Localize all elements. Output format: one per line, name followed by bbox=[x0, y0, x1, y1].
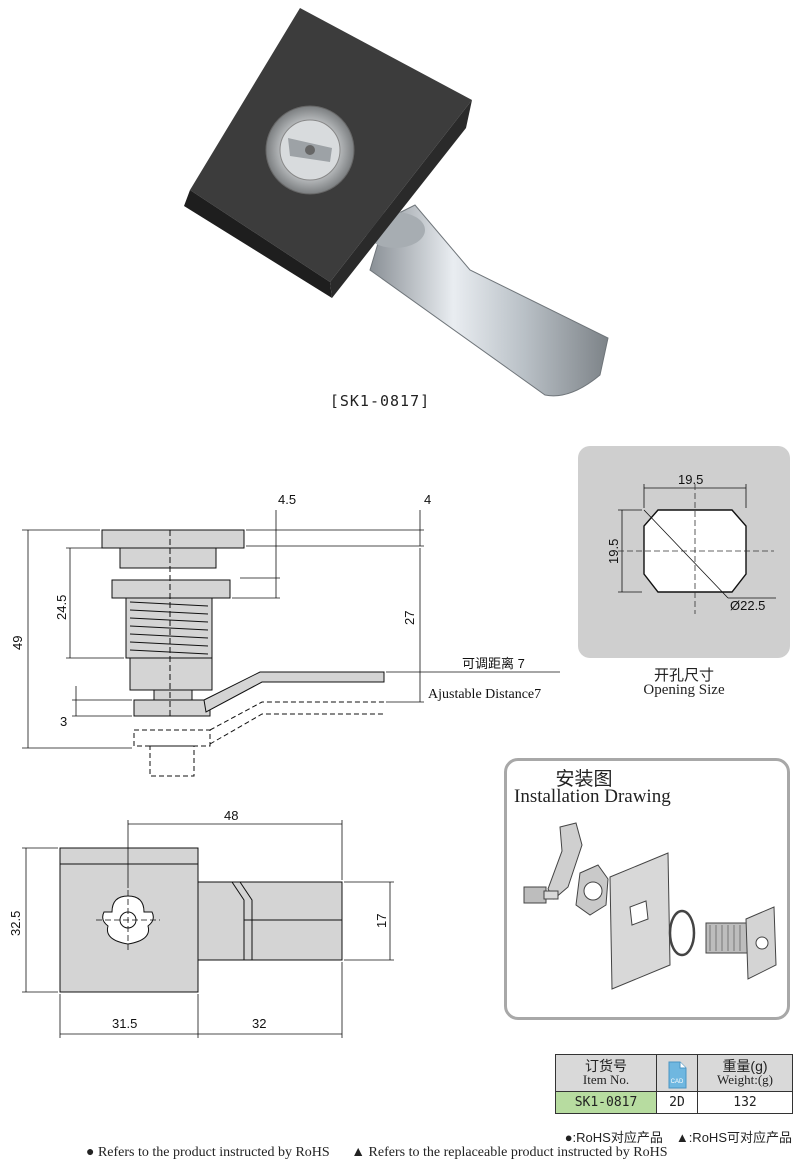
cad-file-icon: CAD bbox=[668, 1061, 687, 1089]
opening-diameter: Ø22.5 bbox=[730, 598, 765, 613]
table-header-row: 订货号 Item No. CAD 重量(g) Weight:(g) bbox=[555, 1054, 793, 1092]
dim-arm-width: 32 bbox=[252, 1016, 266, 1031]
cam-arm bbox=[369, 204, 609, 397]
rohs-legend-en: ● Refers to the product instructed by Ro… bbox=[86, 1145, 668, 1161]
rohs-legend-line: ●:RoHS对应产品 ▲:RoHS可对应产品 bbox=[564, 1130, 792, 1145]
adjust-distance-en: Ajustable Distance7 bbox=[428, 687, 541, 702]
header-item-cn: 订货号 bbox=[585, 1058, 627, 1074]
front-view-drawing: 48 32.5 17 31.5 32 bbox=[8, 808, 394, 1038]
dim-thread-len: 24.5 bbox=[54, 595, 69, 620]
opening-size-drawing: 19.5 19.5 Ø22.5 bbox=[606, 472, 776, 614]
opening-title-en: Opening Size bbox=[643, 682, 725, 698]
row-weight: 132 bbox=[697, 1091, 793, 1114]
product-caption: [SK1-0817] bbox=[329, 392, 431, 410]
rohs-legend-cn: ●:RoHS对应产品 ▲:RoHS可对应产品 bbox=[565, 1127, 792, 1146]
dim-cam-height: 27 bbox=[402, 611, 417, 625]
header-item-en: Item No. bbox=[582, 1072, 630, 1087]
opening-height: 19.5 bbox=[606, 539, 621, 564]
item-table: 订货号 Item No. CAD 重量(g) Weight:(g) SK1-08… bbox=[555, 1054, 793, 1114]
rohs-legend-item: ● Refers to the product instructed by Ro… bbox=[86, 1145, 330, 1160]
row-item-no: SK1-0817 bbox=[555, 1091, 657, 1114]
dim-body-width: 31.5 bbox=[112, 1016, 137, 1031]
header-weight-cn: 重量(g) bbox=[722, 1058, 768, 1074]
product-photo bbox=[184, 8, 609, 397]
install-cam bbox=[547, 822, 583, 900]
dim-top-gap: 4.5 bbox=[278, 492, 296, 507]
dim-cam-thick: 3 bbox=[60, 714, 67, 729]
installation-drawing bbox=[523, 822, 777, 990]
install-screw bbox=[523, 886, 547, 904]
installation-title-cn: 安装图 bbox=[555, 769, 613, 790]
header-cad: CAD bbox=[656, 1054, 698, 1092]
cad-icon-label: CAD bbox=[671, 1079, 684, 1085]
installation-title-en: Installation Drawing bbox=[514, 786, 671, 807]
opening-title-cn: 开孔尺寸 bbox=[653, 667, 714, 684]
header-item: 订货号 Item No. bbox=[555, 1054, 657, 1092]
row-cad: 2D bbox=[656, 1091, 698, 1114]
lock-body-side bbox=[184, 190, 332, 298]
opening-width: 19.5 bbox=[678, 472, 703, 487]
dim-top-thick: 4 bbox=[424, 492, 431, 507]
dim-total-width: 48 bbox=[224, 808, 238, 823]
adjust-distance-cn: 可调距离 7 bbox=[462, 656, 525, 671]
dim-total-height: 49 bbox=[10, 636, 25, 650]
rohs-replaceable-item: ▲ Refers to the replaceable product inst… bbox=[351, 1145, 668, 1160]
dim-front-height: 32.5 bbox=[8, 911, 23, 936]
table-row: SK1-0817 2D 132 bbox=[555, 1091, 793, 1114]
install-oring bbox=[668, 909, 696, 957]
dim-cam-width: 17 bbox=[374, 914, 389, 928]
side-view-drawing: 4.5 4 24.5 49 27 3 可调距离 7 Ajustable Dist… bbox=[10, 492, 560, 777]
header-weight-en: Weight:(g) bbox=[717, 1072, 773, 1087]
header-weight: 重量(g) Weight:(g) bbox=[697, 1054, 793, 1092]
